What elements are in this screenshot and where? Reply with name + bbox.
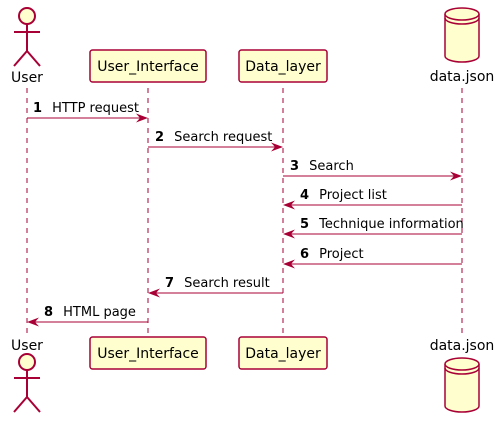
message-2: 2 Search request [148,126,283,152]
database-cylinder-icon [444,357,480,413]
arrow-right-icon [271,142,283,152]
arrow-left-icon [283,200,295,210]
participant-user-interface-top: User_Interface [89,49,207,83]
message-text: Search [309,159,354,174]
participant-box [238,336,328,370]
arrow-left-icon [283,229,295,239]
message-1: 1 HTTP request [27,97,148,123]
actor-figure-icon [13,7,41,67]
message-number: 3 [290,159,299,174]
message-number: 7 [165,276,174,291]
message-label: 7 Search result [165,272,270,291]
participant-data-layer-top: Data_layer [238,49,328,83]
message-7: 7 Search result [148,272,283,298]
message-6: 6 Project [283,243,462,269]
message-text: HTML page [63,305,136,320]
message-text: Project [319,247,363,262]
actor-user-top: User [11,7,43,86]
actor-user-label-bottom: User [11,338,43,354]
message-number: 5 [300,217,309,232]
message-text: Search result [184,276,270,291]
database-cylinder-icon [444,7,480,63]
message-number: 8 [44,305,53,320]
arrow-left-icon [27,317,39,327]
arrow-right-icon [450,171,462,181]
participant-label: User_Interface [97,346,199,362]
message-text: Search request [174,130,272,145]
actor-user-bottom: User [11,338,43,413]
arrow-left-icon [283,259,295,269]
message-3: 3 Search [283,155,462,181]
participant-box [238,49,328,83]
participant-label: Data_layer [245,59,321,75]
message-label: 2 Search request [155,126,272,145]
database-data-json-bottom: data.json [430,338,495,413]
actor-figure-icon [13,353,41,413]
message-label: 6 Project [300,243,364,262]
database-label: data.json [430,338,495,354]
message-label: 4 Project list [300,184,387,203]
database-label: data.json [430,69,495,85]
arrow-right-icon [136,113,148,123]
participant-box [89,336,207,370]
message-text: HTTP request [52,101,139,116]
message-text: Project list [319,188,387,203]
message-text: Technique information [318,217,464,232]
participant-box [89,49,207,83]
database-data-json-top: data.json [430,7,495,85]
message-8: 8 HTML page [27,301,148,327]
message-label: 1 HTTP request [33,97,139,116]
message-5: 5 Technique information [283,213,464,239]
participant-label: Data_layer [245,346,321,362]
message-number: 2 [155,130,164,145]
participant-label: User_Interface [97,59,199,75]
message-label: 8 HTML page [44,301,136,320]
actor-user-label-top: User [11,70,43,86]
message-number: 6 [300,247,309,262]
message-label: 5 Technique information [300,213,464,232]
message-number: 4 [300,188,309,203]
message-number: 1 [33,101,42,116]
message-label: 3 Search [290,155,354,174]
participant-data-layer-bottom: Data_layer [238,336,328,370]
message-4: 4 Project list [283,184,462,210]
arrow-left-icon [148,288,160,298]
participant-user-interface-bottom: User_Interface [89,336,207,370]
